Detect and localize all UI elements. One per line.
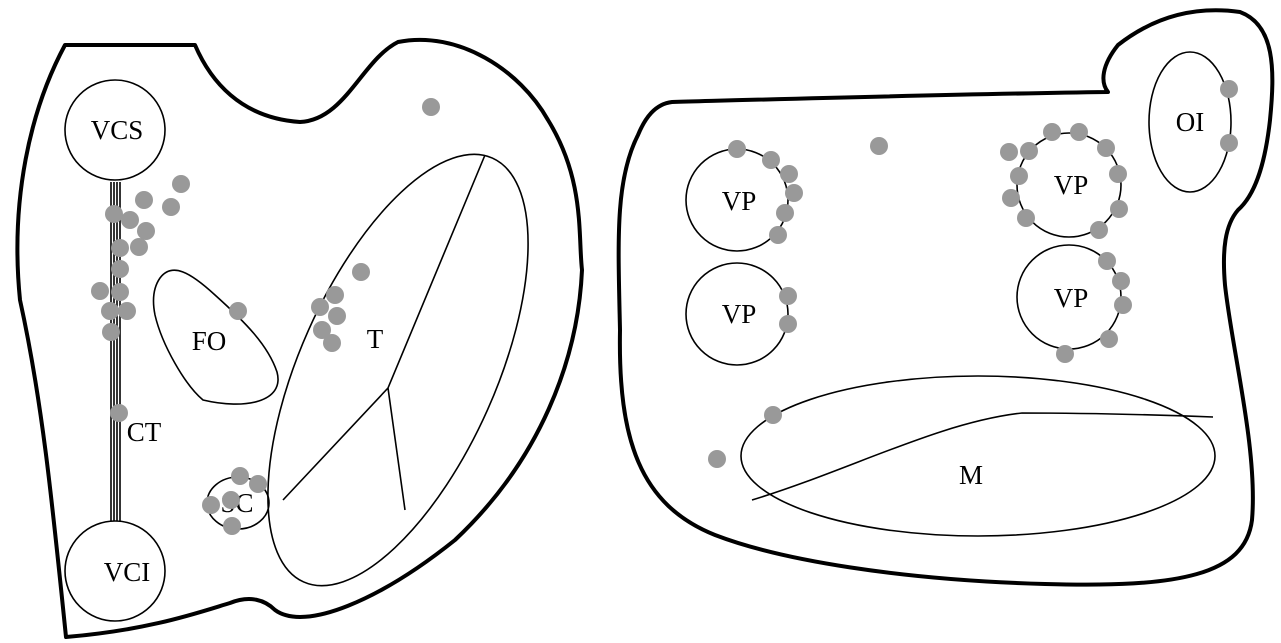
marker-dot	[779, 287, 797, 305]
marker-dot	[231, 467, 249, 485]
marker-dot	[135, 191, 153, 209]
marker-dot	[762, 151, 780, 169]
marker-dot	[1010, 167, 1028, 185]
marker-dot	[121, 211, 139, 229]
marker-dot	[91, 282, 109, 300]
vp-upper-right-label: VP	[1054, 170, 1089, 200]
marker-dot	[1097, 139, 1115, 157]
marker-dot	[1220, 134, 1238, 152]
marker-dot	[130, 238, 148, 256]
marker-dot	[1090, 221, 1108, 239]
marker-dot	[118, 302, 136, 320]
vci-label: VCI	[104, 557, 151, 587]
vp-lower-left-label: VP	[722, 299, 757, 329]
m-label: M	[959, 460, 983, 490]
marker-dot	[102, 323, 120, 341]
marker-dot	[249, 475, 267, 493]
fo-label: FO	[192, 326, 227, 356]
t-label: T	[367, 324, 384, 354]
marker-dot	[776, 204, 794, 222]
marker-dot	[1056, 345, 1074, 363]
marker-dot	[1098, 252, 1116, 270]
marker-dot	[422, 98, 440, 116]
marker-dot	[1020, 142, 1038, 160]
marker-dot	[1109, 165, 1127, 183]
marker-dot	[352, 263, 370, 281]
marker-dot	[137, 222, 155, 240]
marker-dot	[780, 165, 798, 183]
marker-dot	[162, 198, 180, 216]
marker-dot	[1114, 296, 1132, 314]
vcs-label: VCS	[91, 115, 144, 145]
marker-dot	[311, 298, 329, 316]
marker-dot	[172, 175, 190, 193]
marker-dot	[202, 496, 220, 514]
marker-dot	[785, 184, 803, 202]
marker-dot	[111, 283, 129, 301]
marker-dot	[328, 307, 346, 325]
marker-dot	[1017, 209, 1035, 227]
marker-dot	[1002, 189, 1020, 207]
marker-dot	[708, 450, 726, 468]
right-panel: VP VP VP VP OI M	[619, 10, 1273, 584]
right-chamber-outline	[619, 10, 1273, 584]
marker-dot	[1000, 143, 1018, 161]
left-panel: VCS VCI FO T CT SC	[17, 40, 582, 637]
marker-dot	[101, 302, 119, 320]
marker-dot	[326, 286, 344, 304]
marker-dot	[111, 260, 129, 278]
marker-dot	[110, 404, 128, 422]
marker-dot	[1110, 200, 1128, 218]
marker-dot	[111, 239, 129, 257]
ct-label: CT	[127, 417, 162, 447]
marker-dot	[870, 137, 888, 155]
marker-dot	[229, 302, 247, 320]
marker-dot	[222, 491, 240, 509]
marker-dot	[1070, 123, 1088, 141]
marker-dot	[323, 334, 341, 352]
marker-dot	[1112, 272, 1130, 290]
vp-upper-left-label: VP	[722, 186, 757, 216]
marker-dot	[779, 315, 797, 333]
oi-label: OI	[1176, 107, 1205, 137]
marker-dot	[764, 406, 782, 424]
marker-dot	[728, 140, 746, 158]
marker-dot	[769, 226, 787, 244]
marker-dot	[1100, 330, 1118, 348]
vp-lower-right-label: VP	[1054, 283, 1089, 313]
marker-dot	[105, 205, 123, 223]
marker-dot	[1220, 80, 1238, 98]
marker-dot	[1043, 123, 1061, 141]
marker-dot	[223, 517, 241, 535]
